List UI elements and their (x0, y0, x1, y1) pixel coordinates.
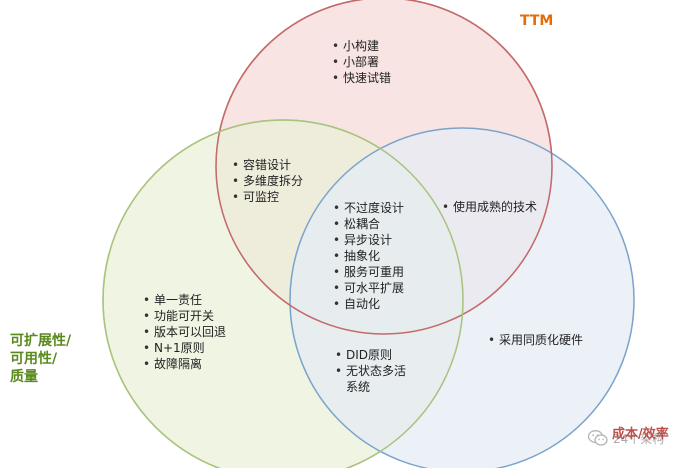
list-item: 异步设计 (333, 232, 404, 248)
region-ttm-scalability: 容错设计 多维度拆分 可监控 (232, 157, 303, 205)
list-item: 小构建 (332, 38, 391, 54)
list-item: 功能可开关 (143, 308, 226, 324)
region-ttm-only: 小构建 小部署 快速试错 (332, 38, 391, 86)
list-item: 故障隔离 (143, 356, 226, 372)
label-scalability-line-3: 质量 (10, 369, 38, 385)
circle-ttm-outline (215, 0, 553, 335)
list-item: DID原则 (335, 347, 406, 363)
list-item: 自动化 (333, 296, 404, 312)
list-item: 多维度拆分 (232, 173, 303, 189)
list-item: 使用成熟的技术 (442, 199, 537, 215)
region-scalability-only: 单一责任 功能可开关 版本可以回退 N+1原则 故障隔离 (143, 292, 226, 372)
list-item: 无状态多活 (335, 363, 406, 379)
list-item: 容错设计 (232, 157, 303, 173)
region-scalability-cost: DID原则 无状态多活 系统 (335, 347, 406, 395)
region-ttm-cost: 使用成熟的技术 (442, 199, 537, 215)
region-all-three: 不过度设计 松耦合 异步设计 抽象化 服务可重用 可水平扩展 自动化 (333, 200, 404, 312)
watermark-text: 24个架构 (613, 431, 665, 446)
watermark: 24个架构 (588, 428, 664, 448)
list-item: 抽象化 (333, 248, 404, 264)
list-item: 松耦合 (333, 216, 404, 232)
wechat-icon (588, 430, 608, 446)
list-item: 可水平扩展 (333, 280, 404, 296)
list-item: 不过度设计 (333, 200, 404, 216)
label-scalability-line-2: 可用性/ (10, 351, 58, 367)
label-scalability-line-1: 可扩展性/ (10, 333, 72, 349)
list-item-continuation: 系统 (346, 380, 371, 394)
label-ttm: TTM (520, 13, 554, 29)
list-item: 版本可以回退 (143, 324, 226, 340)
list-item: 采用同质化硬件 (488, 332, 583, 348)
list-item: 快速试错 (332, 70, 391, 86)
region-cost-only: 采用同质化硬件 (488, 332, 583, 348)
list-item: N+1原则 (143, 340, 226, 356)
list-item: 可监控 (232, 189, 303, 205)
label-scalability: 可扩展性/ 可用性/ 质量 (10, 332, 71, 386)
list-item: 服务可重用 (333, 264, 404, 280)
circle-scalability-outline (102, 119, 464, 468)
list-item: 单一责任 (143, 292, 226, 308)
label-cost: 成本/效率 (612, 427, 669, 442)
list-item: 小部署 (332, 54, 391, 70)
